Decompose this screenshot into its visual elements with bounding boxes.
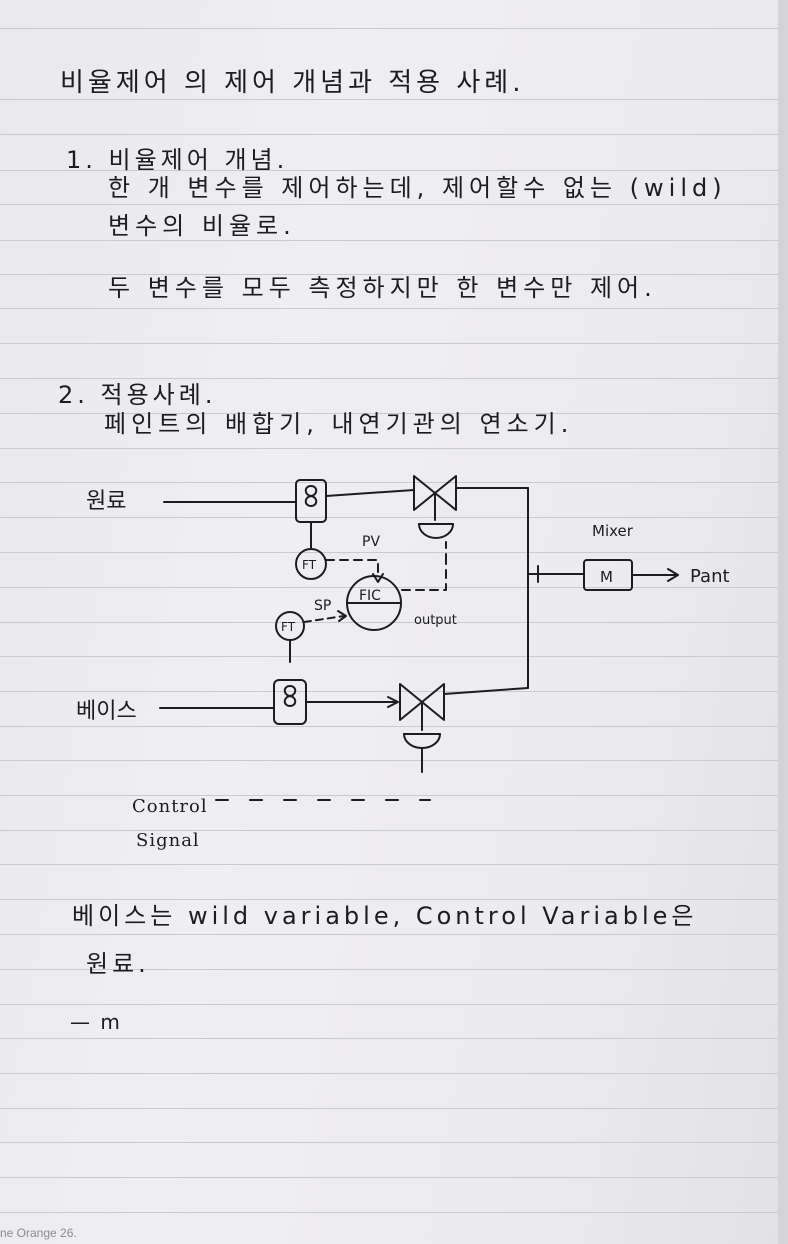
legend-control: Control — [132, 796, 208, 817]
ruled-line — [0, 240, 788, 241]
ruled-line — [0, 795, 788, 796]
ruled-line — [0, 691, 788, 692]
ruled-line — [0, 448, 788, 449]
section1-line2: 변수의 비율로. — [108, 212, 296, 240]
ruled-line — [0, 170, 788, 171]
mixer-label: Mixer — [592, 522, 634, 540]
ruled-line — [0, 343, 788, 344]
ruled-line — [0, 1004, 788, 1005]
output-label: output — [414, 613, 457, 628]
ruled-line — [0, 378, 788, 379]
ft-top-label: FT — [302, 558, 317, 572]
mixer-box-label: M — [600, 568, 613, 586]
legend-signal: Signal — [136, 830, 200, 851]
sp-signal-line — [303, 615, 345, 623]
valve-actuator-bottom — [403, 733, 441, 749]
pv-signal-line — [325, 559, 379, 579]
ruled-line — [0, 28, 788, 29]
ruled-line — [0, 1142, 788, 1143]
control-valve-bottom — [399, 683, 445, 721]
section1-line3: 두 변수를 모두 측정하지만 한 변수만 제어. — [108, 274, 657, 302]
pipe-bottom-arrow — [387, 696, 399, 708]
ruled-line — [0, 1108, 788, 1109]
ruled-line — [0, 99, 788, 100]
ruled-line — [0, 864, 788, 865]
ruled-line — [0, 1038, 788, 1039]
pipe-bottom-out — [443, 687, 529, 695]
flow-element-bottom-symbol — [283, 685, 297, 707]
ruled-line — [0, 1073, 788, 1074]
ruled-line — [0, 934, 788, 935]
product-label: Pant — [690, 566, 730, 587]
ruled-line — [0, 517, 788, 518]
ruled-line — [0, 134, 788, 135]
conclusion-line2: 원료. — [86, 950, 150, 978]
end-mark: — m — [70, 1010, 122, 1034]
section2-line1: 페인트의 배합기, 내연기관의 연소기. — [104, 410, 574, 438]
ruled-line — [0, 726, 788, 727]
ruled-line — [0, 830, 788, 831]
input-bottom-label: 베이스 — [76, 699, 137, 724]
ruled-line — [0, 1212, 788, 1213]
ruled-line — [0, 308, 788, 309]
ruled-line — [0, 413, 788, 414]
sp-signal-arrow — [337, 610, 347, 622]
section1-heading: 1. 비율제어 개념. — [66, 146, 289, 174]
watermark-text: ne Orange 26. — [0, 1226, 77, 1240]
input-top-label: 원료 — [86, 489, 126, 514]
ruled-line — [0, 899, 788, 900]
ft-left-label: FT — [281, 620, 296, 634]
page-edge — [778, 0, 788, 1244]
pipe-top-to-valve — [325, 489, 415, 497]
ruled-line — [0, 204, 788, 205]
conclusion-line1: 베이스는 wild variable, Control Variable은 — [72, 902, 698, 930]
ruled-line — [0, 482, 788, 483]
pv-label: PV — [362, 534, 380, 550]
sp-label: SP — [314, 598, 331, 614]
output-signal-line — [401, 559, 447, 591]
ruled-line — [0, 656, 788, 657]
ruled-line — [0, 587, 788, 588]
control-valve-top — [413, 475, 457, 511]
product-arrow — [667, 568, 679, 582]
ruled-line — [0, 274, 788, 275]
section1-line1: 한 개 변수를 제어하는데, 제어할수 없는 (wild) — [108, 174, 727, 202]
controller-label: FIC — [359, 588, 381, 604]
note-title: 비율제어 의 제어 개념과 적용 사례. — [60, 68, 525, 98]
flow-element-top-symbol — [304, 485, 318, 507]
flow-transmitter-top — [295, 548, 327, 580]
ruled-line — [0, 760, 788, 761]
ruled-line — [0, 1177, 788, 1178]
valve-actuator-top — [418, 523, 454, 539]
ruled-line — [0, 552, 788, 553]
section2-heading: 2. 적용사례. — [58, 381, 217, 409]
ruled-line — [0, 969, 788, 970]
